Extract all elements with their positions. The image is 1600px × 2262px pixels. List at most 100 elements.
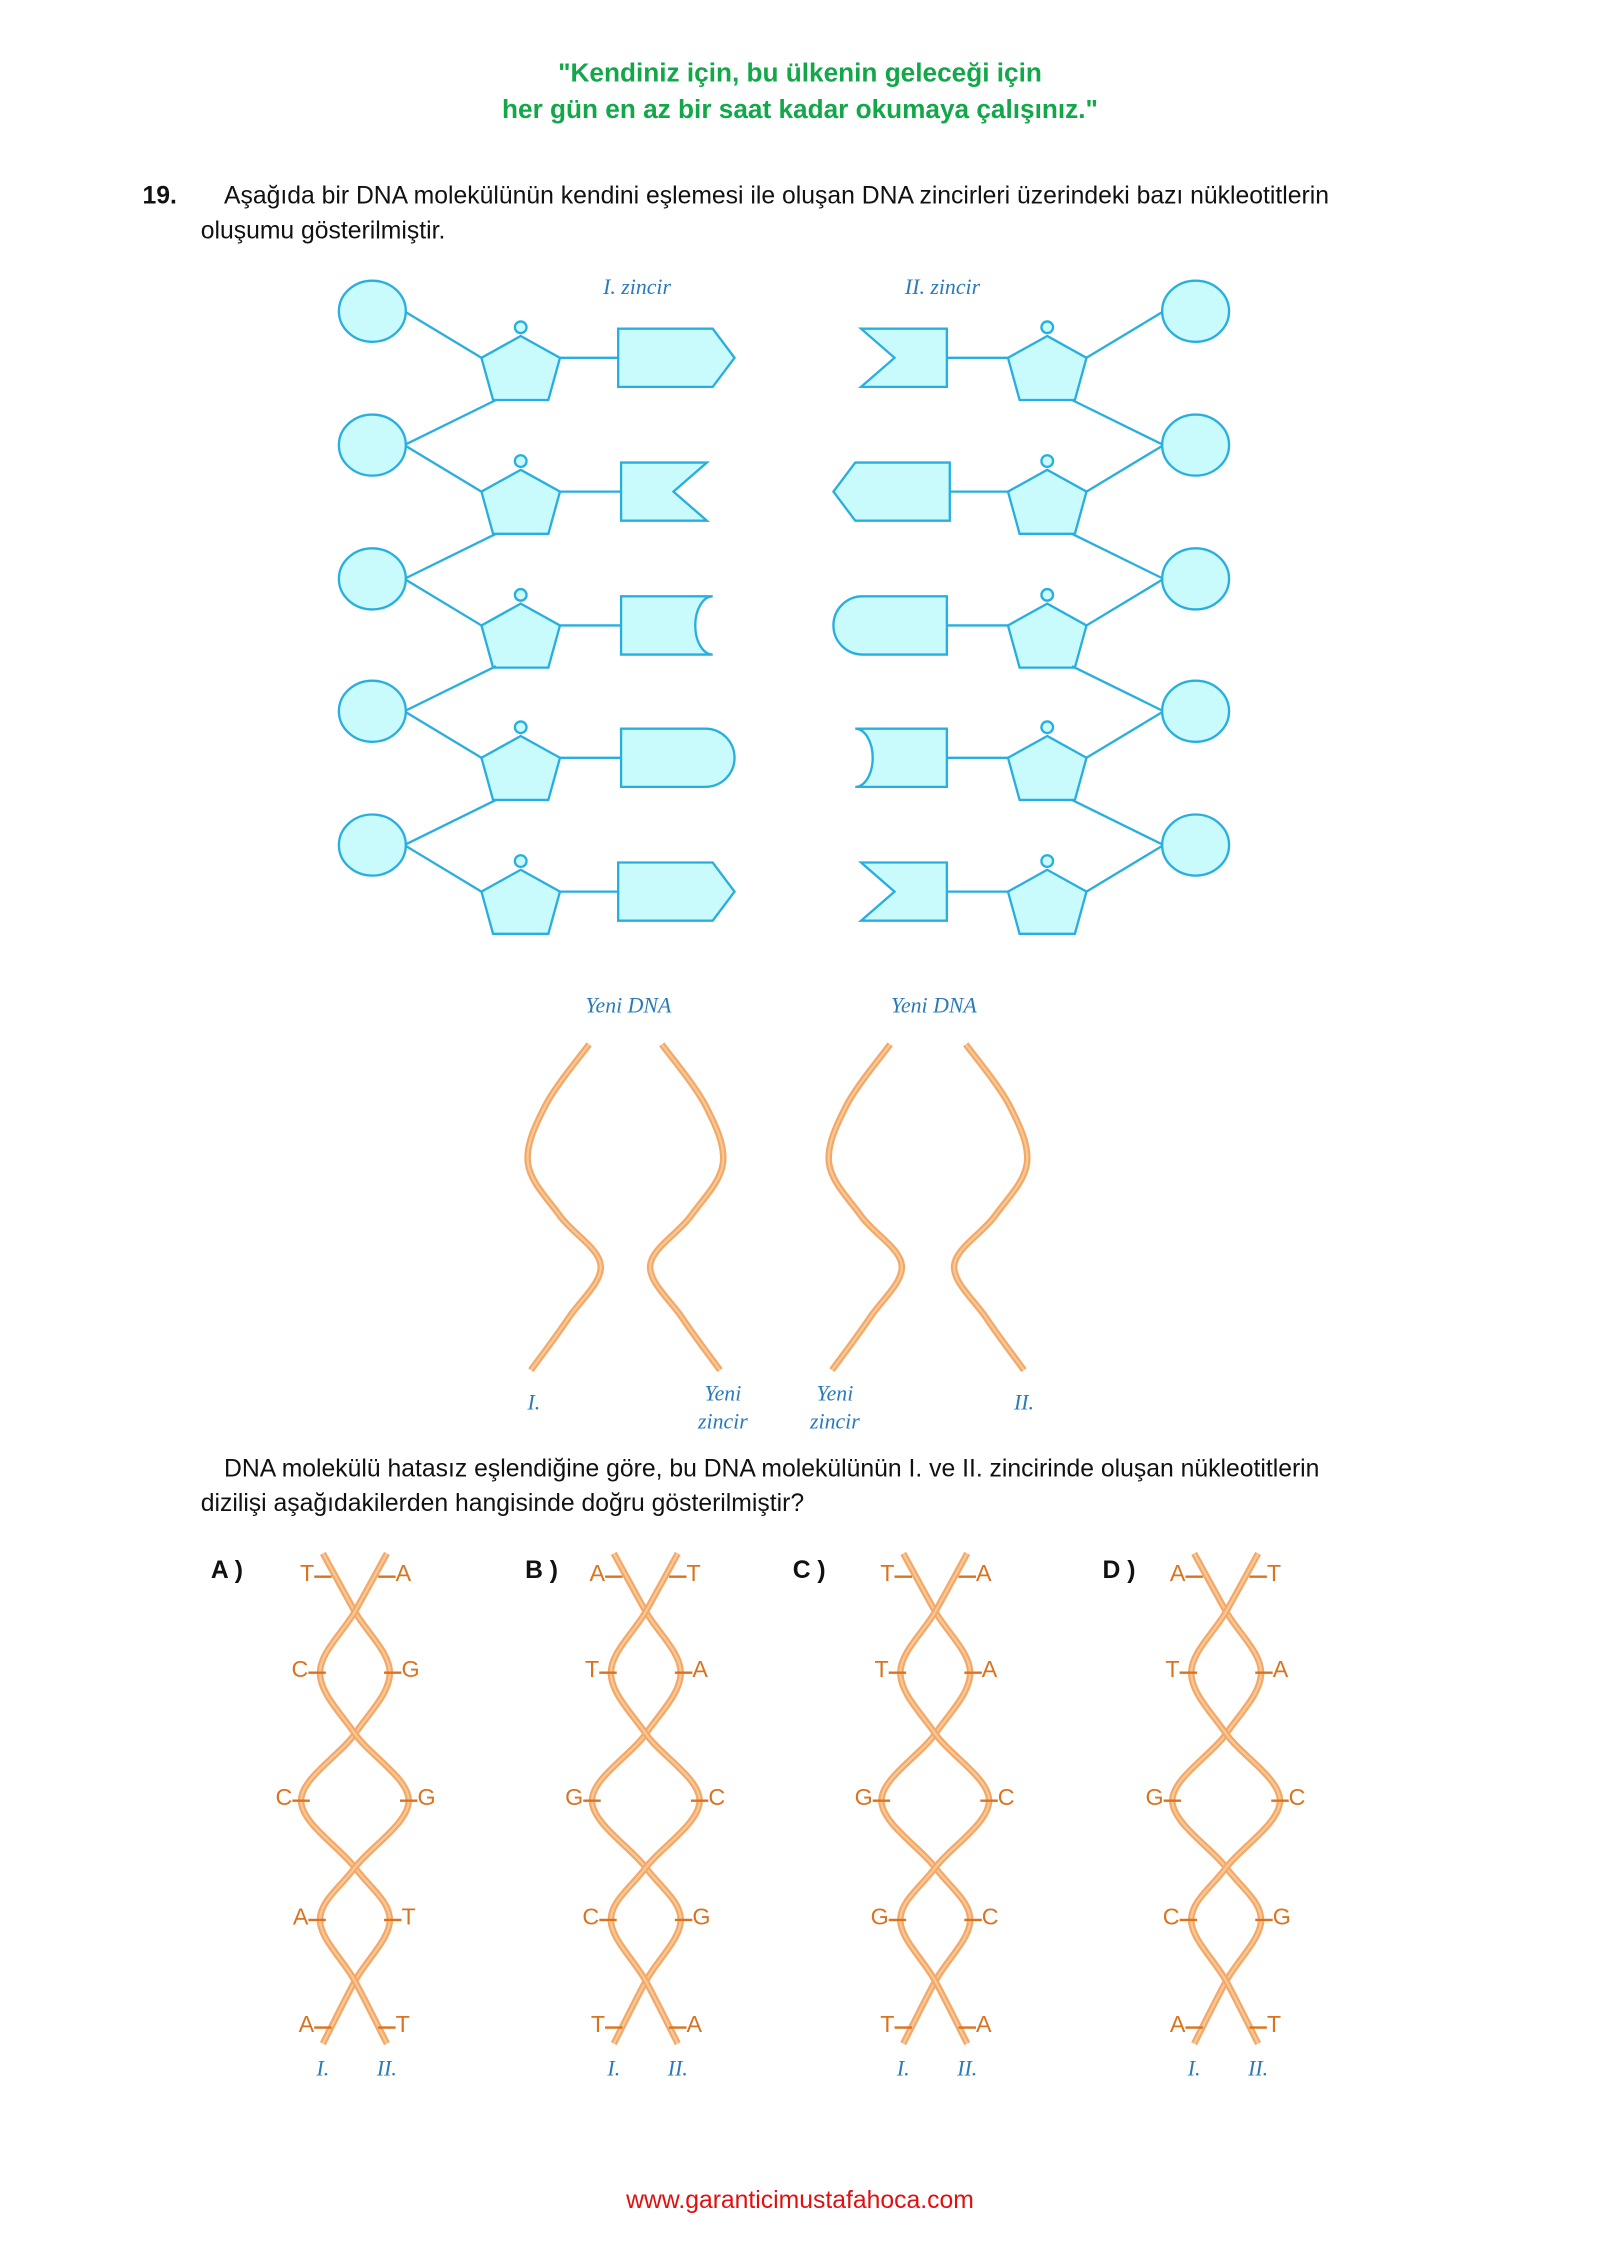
motto-line-2: her gün en az bir saat kadar okumaya çal…: [502, 94, 1098, 124]
strand-II-base: G: [1272, 1905, 1291, 1931]
phosphate-sugar-bond: [403, 310, 483, 359]
phosphate-circle: [337, 679, 407, 743]
sugar-knob: [1040, 587, 1055, 602]
sugar-knob: [1040, 320, 1055, 335]
strand-label-II: II.: [1013, 1391, 1034, 1416]
new-dna-right-title: Yeni DNA: [890, 994, 977, 1019]
phosphate-sugar-bond: [403, 444, 483, 493]
deoxyribose-pentagon: [480, 334, 562, 402]
deoxyribose-pentagon: [1006, 602, 1088, 669]
sugar-phosphate-bond: [1071, 532, 1165, 580]
new-dna-strand-3-highlight: [827, 1043, 903, 1371]
sugar-knob: [513, 854, 528, 869]
phosphate-circle: [1160, 813, 1231, 877]
deoxyribose-pentagon: [480, 602, 562, 669]
chain-1: [337, 279, 736, 935]
sugar-knob: [513, 587, 528, 602]
new-dna-strand-2: [646, 1042, 727, 1373]
strand-I-base: A: [1169, 2013, 1186, 2038]
sugar-knob: [513, 320, 528, 335]
strand-I-base: A: [589, 1562, 606, 1587]
nitrogen-base-concave: [619, 595, 713, 656]
strand-I-base: G: [1145, 1786, 1164, 1811]
option-c-label[interactable]: C ): [792, 1556, 826, 1584]
option-b-label[interactable]: B ): [525, 1556, 559, 1584]
strand-I-base: G: [854, 1786, 873, 1811]
phosphate-sugar-bond: [1085, 577, 1165, 627]
strand-II-base: A: [1272, 1658, 1289, 1683]
nitrogen-base-rounded: [832, 595, 949, 656]
strand-II-base: A: [981, 1658, 998, 1683]
strand-II-base: G: [692, 1905, 711, 1931]
phosphate-sugar-bond: [1085, 444, 1165, 493]
option-strand-ii-label: II.: [957, 2058, 978, 2082]
deoxyribose-pentagon: [1006, 468, 1088, 535]
nitrogen-base-notch: [619, 461, 710, 522]
phosphate-sugar-bond: [403, 710, 483, 759]
new-dna-strand-1: [524, 1042, 604, 1373]
new-dna-strand-4: [950, 1042, 1031, 1373]
deoxyribose-pentagon: [1006, 734, 1088, 802]
strand-I-base: T: [585, 1658, 600, 1683]
strand-II-base: A: [692, 1658, 708, 1683]
phosphate-circle: [1160, 679, 1231, 743]
strand-II-base: T: [686, 1562, 701, 1587]
sugar-phosphate-bond: [403, 665, 497, 713]
strand-II-base: A: [686, 2013, 703, 2038]
option-d-label[interactable]: D ): [1102, 1556, 1136, 1584]
sugar-knob: [1040, 454, 1055, 469]
option-a-label[interactable]: A ): [210, 1556, 243, 1584]
strand-I-base: T: [299, 1562, 315, 1587]
option-strand-ii-label: II.: [1248, 2058, 1269, 2082]
phosphate-sugar-bond: [403, 844, 483, 893]
nitrogen-base-notch: [857, 861, 949, 922]
strand-II-base: C: [708, 1786, 726, 1811]
strand-II-base: T: [401, 1905, 416, 1931]
sugar-knob: [513, 720, 528, 735]
strand-I-base: C: [582, 1905, 600, 1931]
new-dna-strand-4-highlight: [953, 1043, 1029, 1371]
deoxyribose-pentagon: [480, 468, 562, 535]
new-dna-strand-3: [825, 1042, 906, 1373]
sugar-phosphate-bond: [1071, 665, 1165, 713]
strand-I-base: A: [1169, 1562, 1186, 1587]
nitrogen-base-arrow: [616, 327, 736, 389]
strand-II-base: G: [401, 1658, 420, 1683]
strand-I-base: C: [1162, 1905, 1180, 1931]
footer-url[interactable]: www.garanticimustafahoca.com: [626, 2186, 974, 2214]
new-strand-label-2a: Yeni: [816, 1383, 854, 1407]
sugar-phosphate-bond: [1071, 798, 1165, 847]
strand-II-base: T: [1266, 1562, 1282, 1587]
phosphate-sugar-bond: [1085, 844, 1165, 893]
phosphate-circle: [337, 413, 407, 477]
strand-I-base: T: [590, 2013, 606, 2038]
option-strand-ii-label: II.: [376, 2058, 397, 2082]
strand-I-base: G: [565, 1786, 584, 1811]
sugar-knob: [1040, 720, 1055, 735]
strand-II-base: C: [997, 1786, 1015, 1811]
sugar-phosphate-bond: [403, 532, 497, 580]
phosphate-circle: [337, 813, 407, 877]
option-strand-ii-label: II.: [667, 2058, 688, 2082]
strand-II-base: T: [395, 2013, 410, 2038]
option-strand-i-label: I.: [316, 2058, 330, 2082]
strand-I-base: A: [292, 1905, 309, 1931]
new-dna-left-title: Yeni DNA: [585, 994, 672, 1019]
strand-I-base: G: [870, 1905, 889, 1931]
strand-II-base: A: [975, 1562, 992, 1587]
phosphate-sugar-bond: [403, 577, 483, 627]
phosphate-circle: [337, 279, 407, 343]
nitrogen-base-concave: [855, 727, 949, 789]
strand-II-base: C: [1288, 1786, 1306, 1811]
strand-I-base: T: [874, 1658, 889, 1683]
option-strand-i-label: I.: [1187, 2058, 1201, 2082]
strand-I-base: C: [275, 1786, 293, 1811]
option-strand-i-label: I.: [607, 2058, 621, 2082]
sugar-knob: [1040, 854, 1055, 869]
deoxyribose-pentagon: [480, 868, 562, 935]
strand-label-I: I.: [527, 1391, 541, 1416]
nitrogen-base-arrow: [831, 461, 951, 522]
sugar-phosphate-bond: [403, 798, 497, 847]
